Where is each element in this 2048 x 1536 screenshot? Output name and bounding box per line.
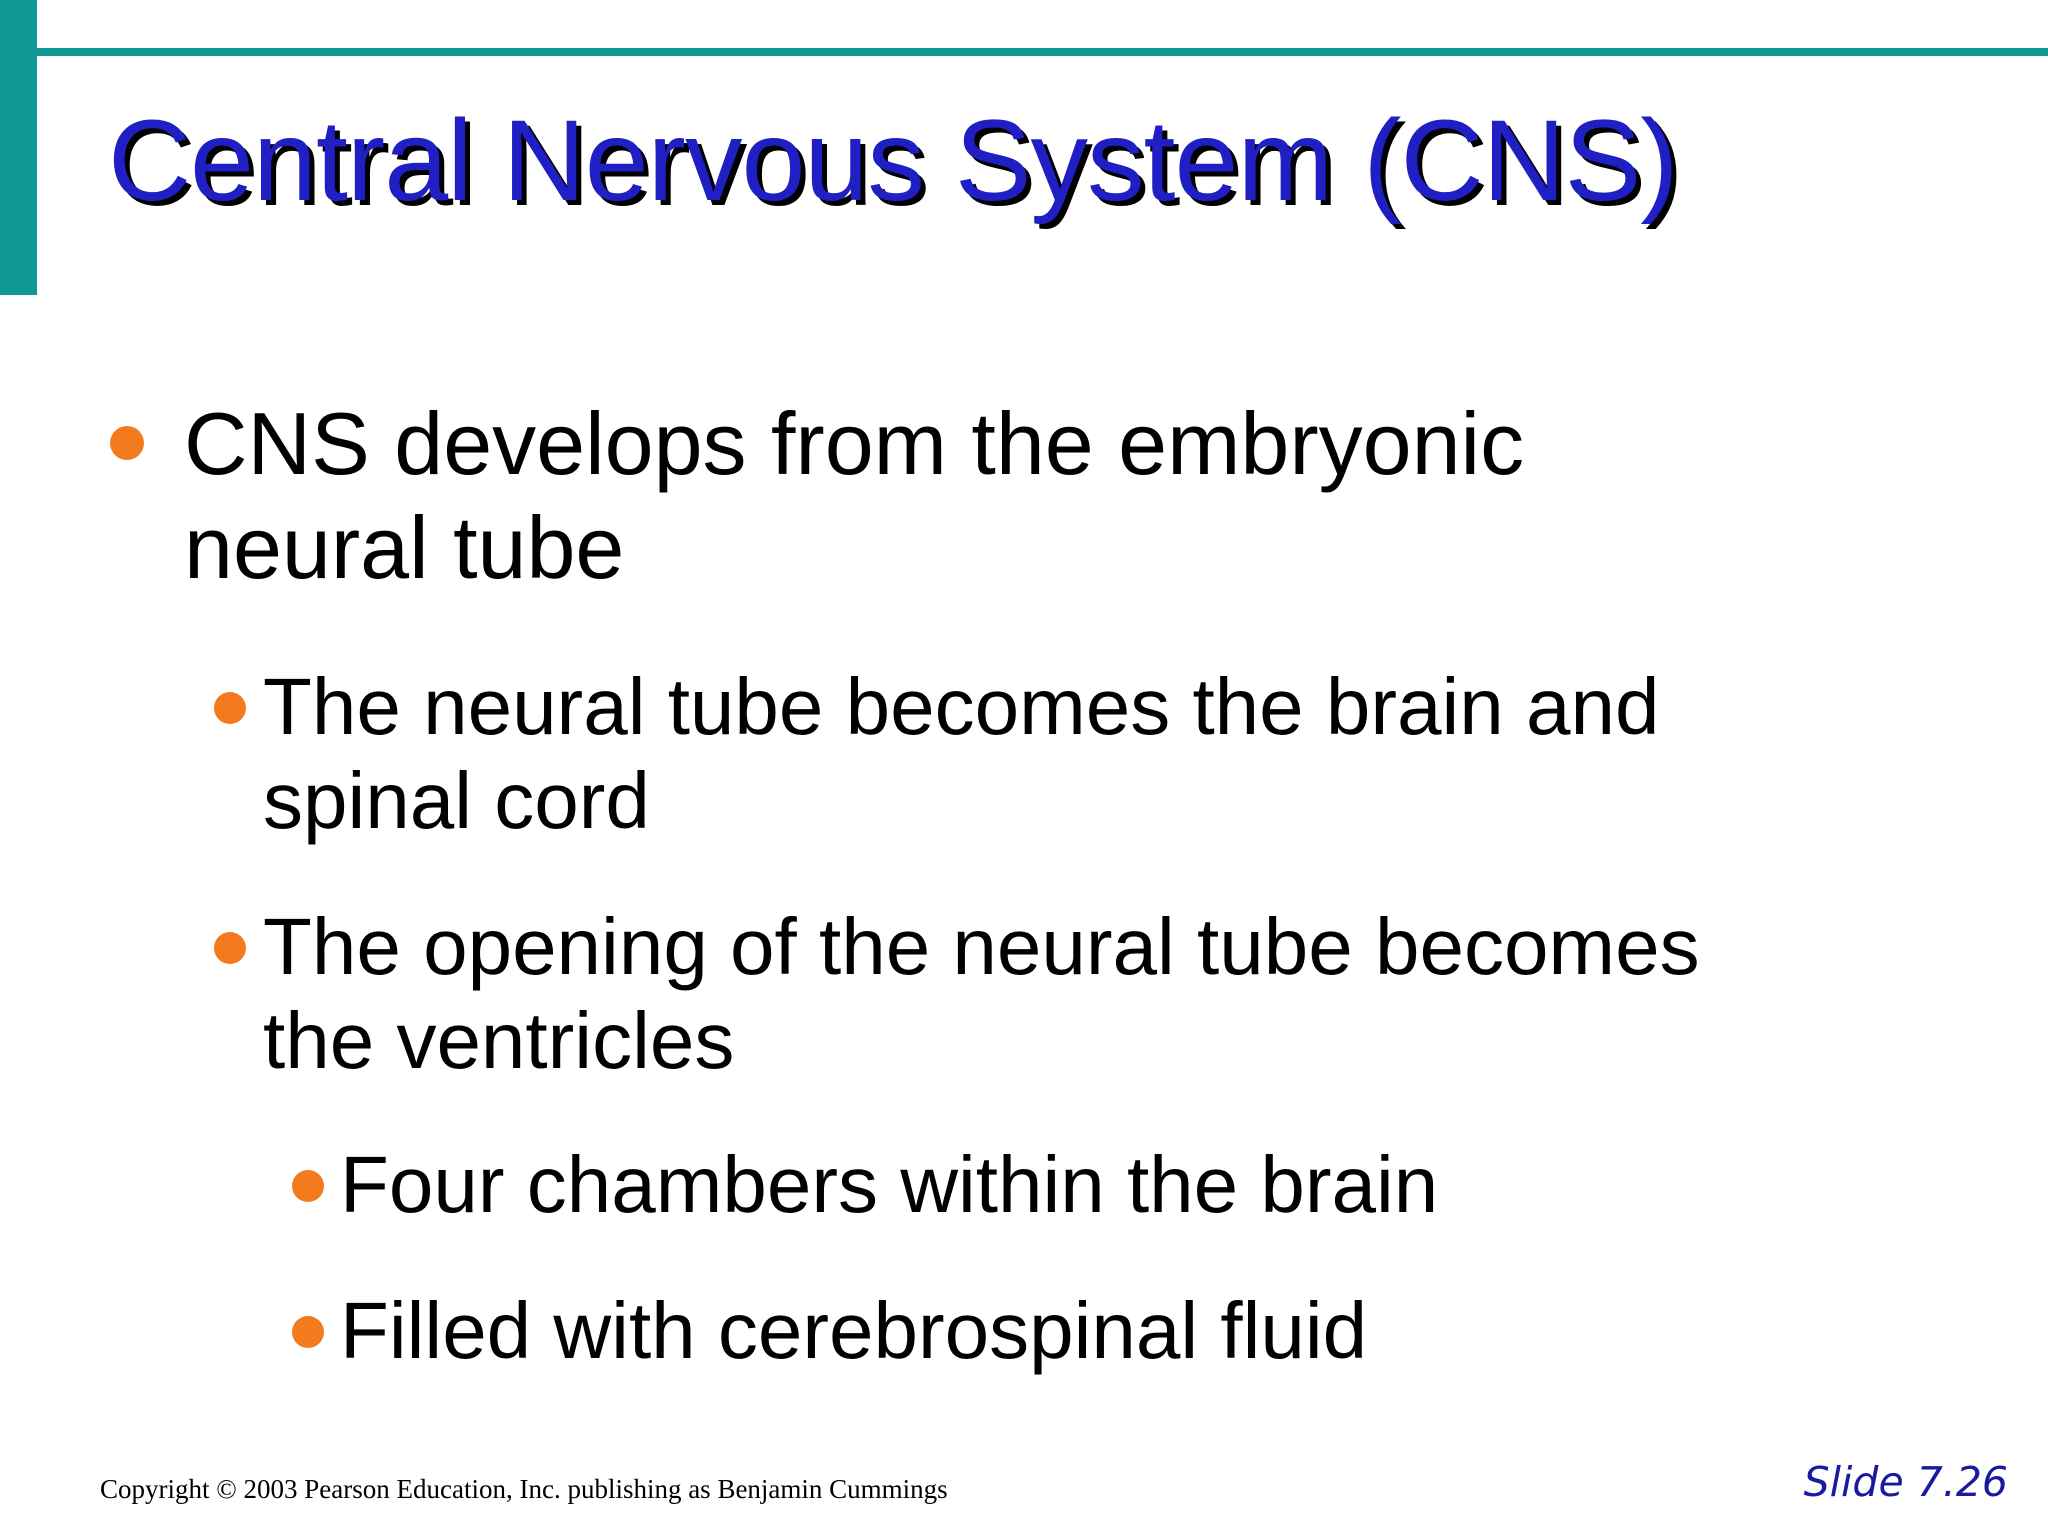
accent-bar-horizontal [37,48,2048,56]
bullet-item: CNS develops from the embryonic neural t… [184,392,1524,600]
accent-bar-vertical [0,0,37,295]
bullet-dot-icon [110,426,144,460]
bullet-item: The neural tube becomes the brain and sp… [263,660,1659,848]
bullet-line: spinal cord [263,756,650,845]
bullet-item: Four chambers within the brain [340,1138,1438,1232]
bullet-dot-icon [214,692,246,724]
copyright-notice: Copyright © 2003 Pearson Education, Inc.… [100,1474,948,1504]
bullet-item: The opening of the neural tube becomes t… [263,900,1700,1088]
bullet-dot-icon [292,1170,324,1202]
bullet-line: The opening of the neural tube becomes [263,902,1700,991]
slide-title: Central Nervous System (CNS) [108,97,1679,225]
bullet-line: Four chambers within the brain [340,1140,1439,1229]
slide-number: Slide 7.26 [1803,1458,2008,1506]
bullet-line: the ventricles [263,996,735,1085]
bullet-line: Filled with cerebrospinal fluid [340,1286,1368,1375]
bullet-line: CNS develops from the embryonic [184,394,1525,493]
bullet-line: neural tube [184,498,625,597]
bullet-line: The neural tube becomes the brain and [263,662,1660,751]
bullet-dot-icon [214,932,246,964]
bullet-item: Filled with cerebrospinal fluid [340,1284,1367,1378]
bullet-dot-icon [292,1316,324,1348]
